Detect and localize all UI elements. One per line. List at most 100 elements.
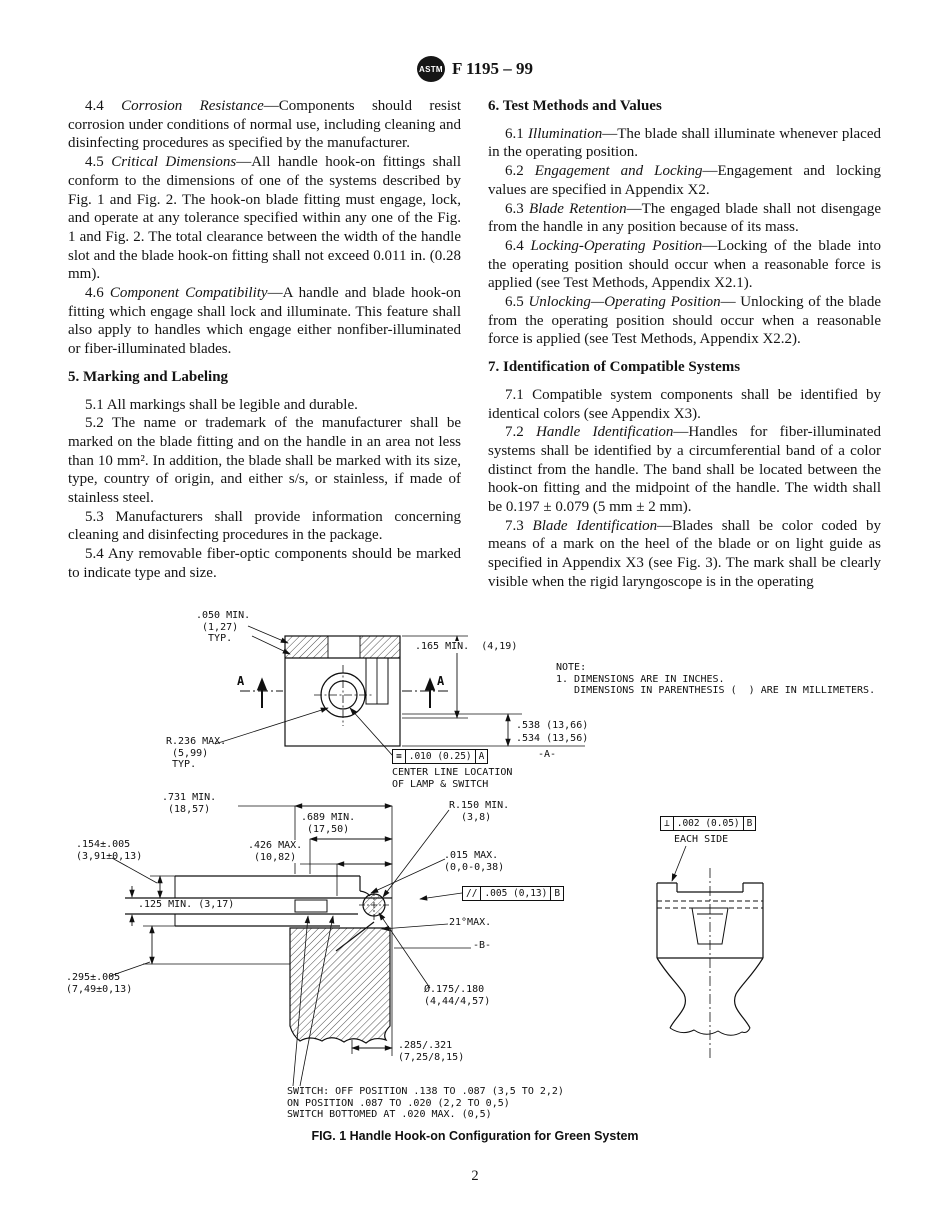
astm-logo: ASTM — [416, 56, 445, 82]
dim-285-label: .285/.321 (7,25/8,15) — [398, 1040, 465, 1063]
dim-426-label: .426 MAX. (10,82) — [246, 840, 305, 863]
fcf-parallelism-datum: B — [550, 887, 563, 900]
dia-175-label: Ø.175/.180 (4,44/4,57) — [424, 984, 491, 1007]
page-number: 2 — [471, 1168, 479, 1184]
figure-1: .050 MIN. (1,27) TYP. .165 MIN. (4,19) A… — [0, 596, 950, 1162]
para-4-4: 4.4 Corrosion Resistance—Components shou… — [68, 97, 461, 153]
para-4-4-num: 4.4 — [85, 98, 122, 114]
dimension-note: NOTE: 1. DIMENSIONS ARE IN INCHES. DIMEN… — [556, 662, 876, 696]
section-6-heading: 6. Test Methods and Values — [488, 98, 662, 114]
switch-note: SWITCH: OFF POSITION .138 TO .087 (3,5 T… — [287, 1086, 564, 1120]
datum-b-label: -B- — [473, 940, 492, 951]
left-column: 4.4 Corrosion Resistance—Components shou… — [68, 97, 461, 592]
side-view — [125, 875, 392, 1044]
right-column: 6. Test Methods and Values 6.1 Illuminat… — [488, 97, 881, 592]
para-6-3-lead: Blade Retention — [528, 200, 627, 217]
para-4-6-num: 4.6 — [85, 285, 110, 302]
para-5-2: 5.2 The name or trademark of the manufac… — [68, 414, 461, 508]
para-6-4-lead: Locking-Operating Position — [530, 237, 703, 254]
front-view — [656, 868, 764, 1058]
para-7-2-text: —Handles for fiber-illuminated systems s… — [488, 424, 881, 516]
fcf-centerline-symbol: ≡ — [396, 751, 402, 762]
para-5-2-text: The name or trademark of the manufacture… — [68, 415, 462, 507]
para-5-4: 5.4 Any removable fiber-optic components… — [68, 545, 461, 582]
para-6-3-num: 6.3 — [505, 200, 529, 217]
fcf-parallelism-symbol: // — [466, 888, 478, 899]
dim-050-label: .050 MIN. (1,27) TYP. — [196, 610, 251, 644]
fcf-centerline-datum: A — [474, 750, 488, 763]
dim-165-label: .165 MIN. (4,19) — [413, 641, 520, 653]
para-4-5-num: 4.5 — [85, 154, 112, 171]
fcf-centerline-tolerance: .010 (0.25) — [404, 750, 475, 763]
fcf-perpendicularity: ⊥ .002 (0.05) B — [660, 816, 757, 831]
para-6-4: 6.4 Locking-Operating Position—Locking o… — [488, 237, 881, 293]
para-4-6-lead: Component Compatibility — [109, 285, 268, 302]
para-6-1-lead: Illumination — [528, 125, 603, 142]
section-5-heading: 5. Marking and Labeling — [68, 368, 229, 385]
fcf-centerline: ≡ .010 (0.25) A — [392, 749, 489, 764]
top-section-view — [284, 635, 401, 747]
section-a-left-label: A — [237, 674, 245, 688]
para-7-2-lead: Handle Identification — [536, 424, 674, 441]
dim-538-label: .538 (13,66) — [516, 720, 589, 731]
dim-125-label: .125 MIN. (3,17) — [136, 899, 237, 911]
dim-295-label: .295±.005 (7,49±0,13) — [66, 972, 133, 995]
para-7-3-text: —Blades shall be color coded by means of… — [488, 517, 882, 590]
para-6-3: 6.3 Blade Retention—The engaged blade sh… — [488, 200, 881, 237]
para-6-5-lead: Unlocking—Operating Position — [528, 294, 721, 311]
para-7-3: 7.3 Blade Identification—Blades shall be… — [488, 517, 881, 592]
datum-a-label: -A- — [538, 749, 557, 760]
r236-label: R.236 MAX. (5,99) TYP. — [166, 736, 227, 770]
fcf-perpendicularity-datum: B — [742, 817, 756, 830]
para-6-5-text: — Unlocking of the blade from the operat… — [488, 294, 881, 348]
para-6-3-text: —The engaged blade shall not disengage f… — [488, 200, 881, 236]
para-5-3: 5.3 Manufacturers shall provide informat… — [68, 508, 461, 545]
para-5-3-text: Manufacturers shall provide information … — [68, 508, 462, 544]
front-view-dimensions — [671, 845, 687, 882]
para-4-6-text: —A handle and blade hook-on fitting whic… — [68, 285, 462, 358]
para-4-4-lead: Corrosion Resistance — [121, 98, 264, 114]
para-4-5-text: —All handle hook-on fittings shall confo… — [68, 154, 461, 283]
para-6-2: 6.2 Engagement and Locking—Engagement an… — [488, 162, 881, 199]
para-6-1: 6.1 Illumination—The blade shall illumin… — [488, 125, 881, 162]
para-7-1: 7.1 Compatible system components shall b… — [488, 386, 881, 423]
para-7-3-lead: Blade Identification — [532, 517, 658, 534]
para-7-1-num: 7.1 — [505, 386, 533, 403]
para-6-2-text: —Engagement and locking values are speci… — [488, 163, 881, 198]
astm-logo-text: ASTM — [419, 64, 443, 74]
dim-534-label: .534 (13,56) — [516, 733, 589, 744]
para-4-5-lead: Critical Dimensions — [111, 154, 237, 171]
para-5-4-text: Any removable fiber-optic components sho… — [68, 546, 461, 581]
para-5-1-text: All markings shall be legible and durabl… — [106, 396, 358, 413]
dim-731-label: .731 MIN. (18,57) — [162, 792, 217, 815]
para-5-3-num: 5.3 — [85, 508, 116, 525]
para-7-3-num: 7.3 — [505, 517, 533, 534]
page-header: ASTM F 1195 – 99 — [0, 56, 950, 82]
figure-linework — [109, 625, 764, 1087]
para-4-5: 4.5 Critical Dimensions—All handle hook-… — [68, 153, 461, 284]
section-7-heading: 7. Identification of Compatible Systems — [488, 359, 741, 376]
para-6-2-num: 6.2 — [505, 163, 535, 180]
side-view-dimensions — [109, 803, 471, 1087]
r150-label: R.150 MIN. (3,8) — [449, 800, 510, 823]
para-7-2-num: 7.2 — [505, 424, 537, 441]
para-5-4-num: 5.4 — [85, 546, 108, 563]
section-a-right-label: A — [437, 674, 445, 688]
section-line-a — [240, 677, 450, 708]
document-number: F 1195 – 99 — [451, 59, 534, 78]
body-columns: 4.4 Corrosion Resistance—Components shou… — [68, 97, 881, 592]
para-5-1-num: 5.1 — [85, 396, 107, 413]
para-6-4-text: —Locking of the blade into the operating… — [488, 237, 881, 292]
para-5-1: 5.1 All markings shall be legible and du… — [68, 396, 461, 415]
para-7-2: 7.2 Handle Identification—Handles for fi… — [488, 423, 881, 517]
dim-154-label: .154±.005 (3,91±0,13) — [76, 839, 143, 862]
para-7-1-text: Compatible system components shall be id… — [488, 386, 881, 422]
dim-015-label: .015 MAX. (0,0-0,38) — [444, 850, 505, 873]
para-6-1-text: —The blade shall illuminate whenever pla… — [488, 125, 881, 161]
para-6-5-num: 6.5 — [505, 294, 529, 311]
angle-21-label: 21°MAX. — [449, 917, 492, 928]
para-5-2-num: 5.2 — [85, 415, 112, 432]
para-6-4-num: 6.4 — [505, 237, 531, 254]
figure-caption: FIG. 1 Handle Hook-on Configuration for … — [311, 1129, 639, 1143]
